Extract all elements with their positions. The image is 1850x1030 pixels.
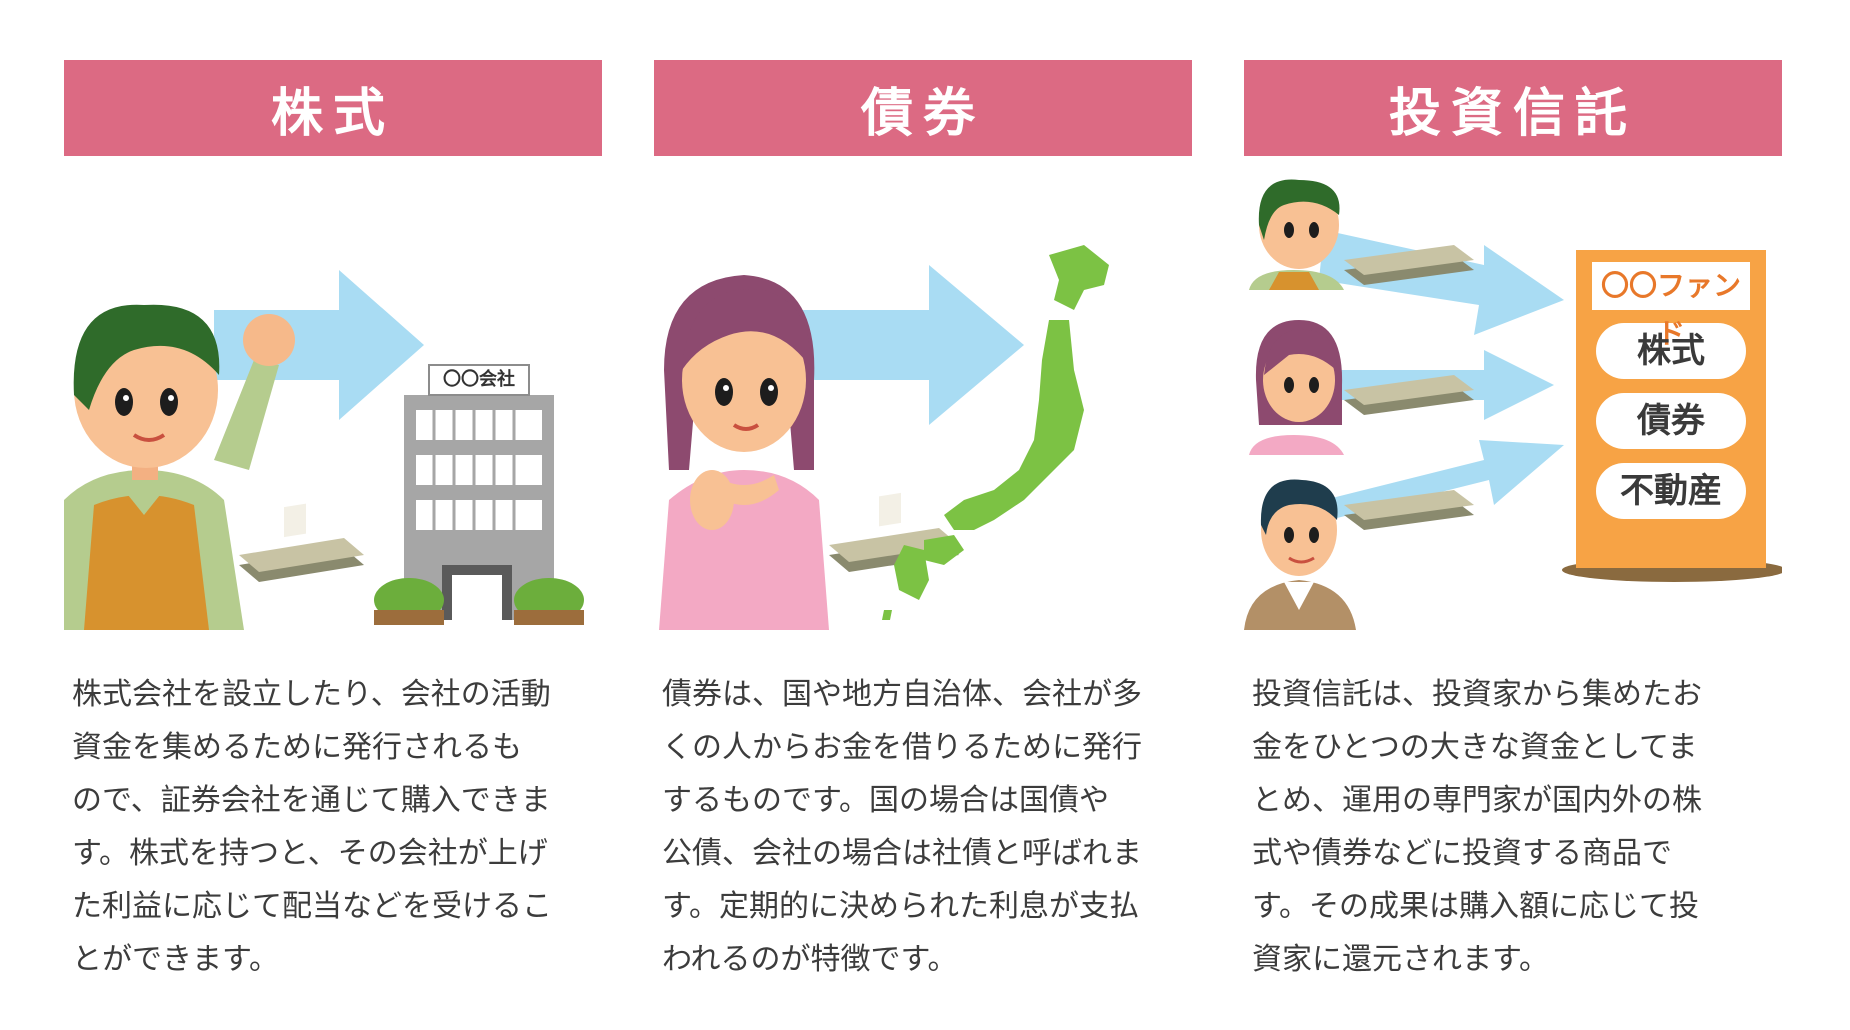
column-investment-trusts: 投資信託 (1244, 60, 1782, 986)
fund-item-real-estate: 不動産 (1620, 471, 1722, 511)
arrow-icon (1319, 230, 1564, 335)
building-icon (374, 364, 584, 625)
header-stocks: 株式 (64, 60, 602, 156)
arrow-icon (214, 270, 424, 420)
money-bundle-icon (239, 503, 364, 582)
japan-map-icon (882, 245, 1109, 620)
header-investment-trusts: 投資信託 (1244, 60, 1782, 156)
fund-name: 〇〇ファンド (1600, 269, 1741, 350)
illustration-stocks: 〇〇会社 (64, 170, 602, 630)
header-bonds: 債券 (654, 60, 1192, 156)
woman-character-icon (659, 275, 829, 630)
fund-item-bonds: 債券 (1637, 401, 1705, 441)
money-bundle-icon (1344, 490, 1474, 530)
woman-investor-icon (1249, 320, 1344, 455)
illustration-investment-trusts: 〇〇ファンド 株式 債券 不動産 (1244, 170, 1782, 630)
money-bundle-icon (1344, 245, 1474, 285)
description-investment-trusts: 投資信託は、投資家から集めたお 金をひとつの大きな資金としてま とめ、運用の専門… (1252, 677, 1702, 977)
man-investor-icon (1249, 179, 1344, 290)
arrow-icon (794, 265, 1024, 425)
column-stocks: 株式 (64, 60, 602, 986)
building-sign: 〇〇会社 (443, 369, 515, 390)
businessman-investor-icon (1244, 479, 1356, 630)
money-bundle-icon (1344, 375, 1474, 415)
man-character-icon (64, 304, 295, 630)
description-stocks: 株式会社を設立したり、会社の活動 資金を集めるために発行されるも ので、証券会社… (72, 677, 552, 977)
illustration-bonds (654, 170, 1192, 630)
description-bonds: 債券は、国や地方自治体、会社が多 くの人からお金を借りるために発行 するものです… (662, 677, 1142, 977)
column-bonds: 債券 (654, 60, 1192, 986)
fund-item-stocks: 株式 (1637, 331, 1705, 371)
